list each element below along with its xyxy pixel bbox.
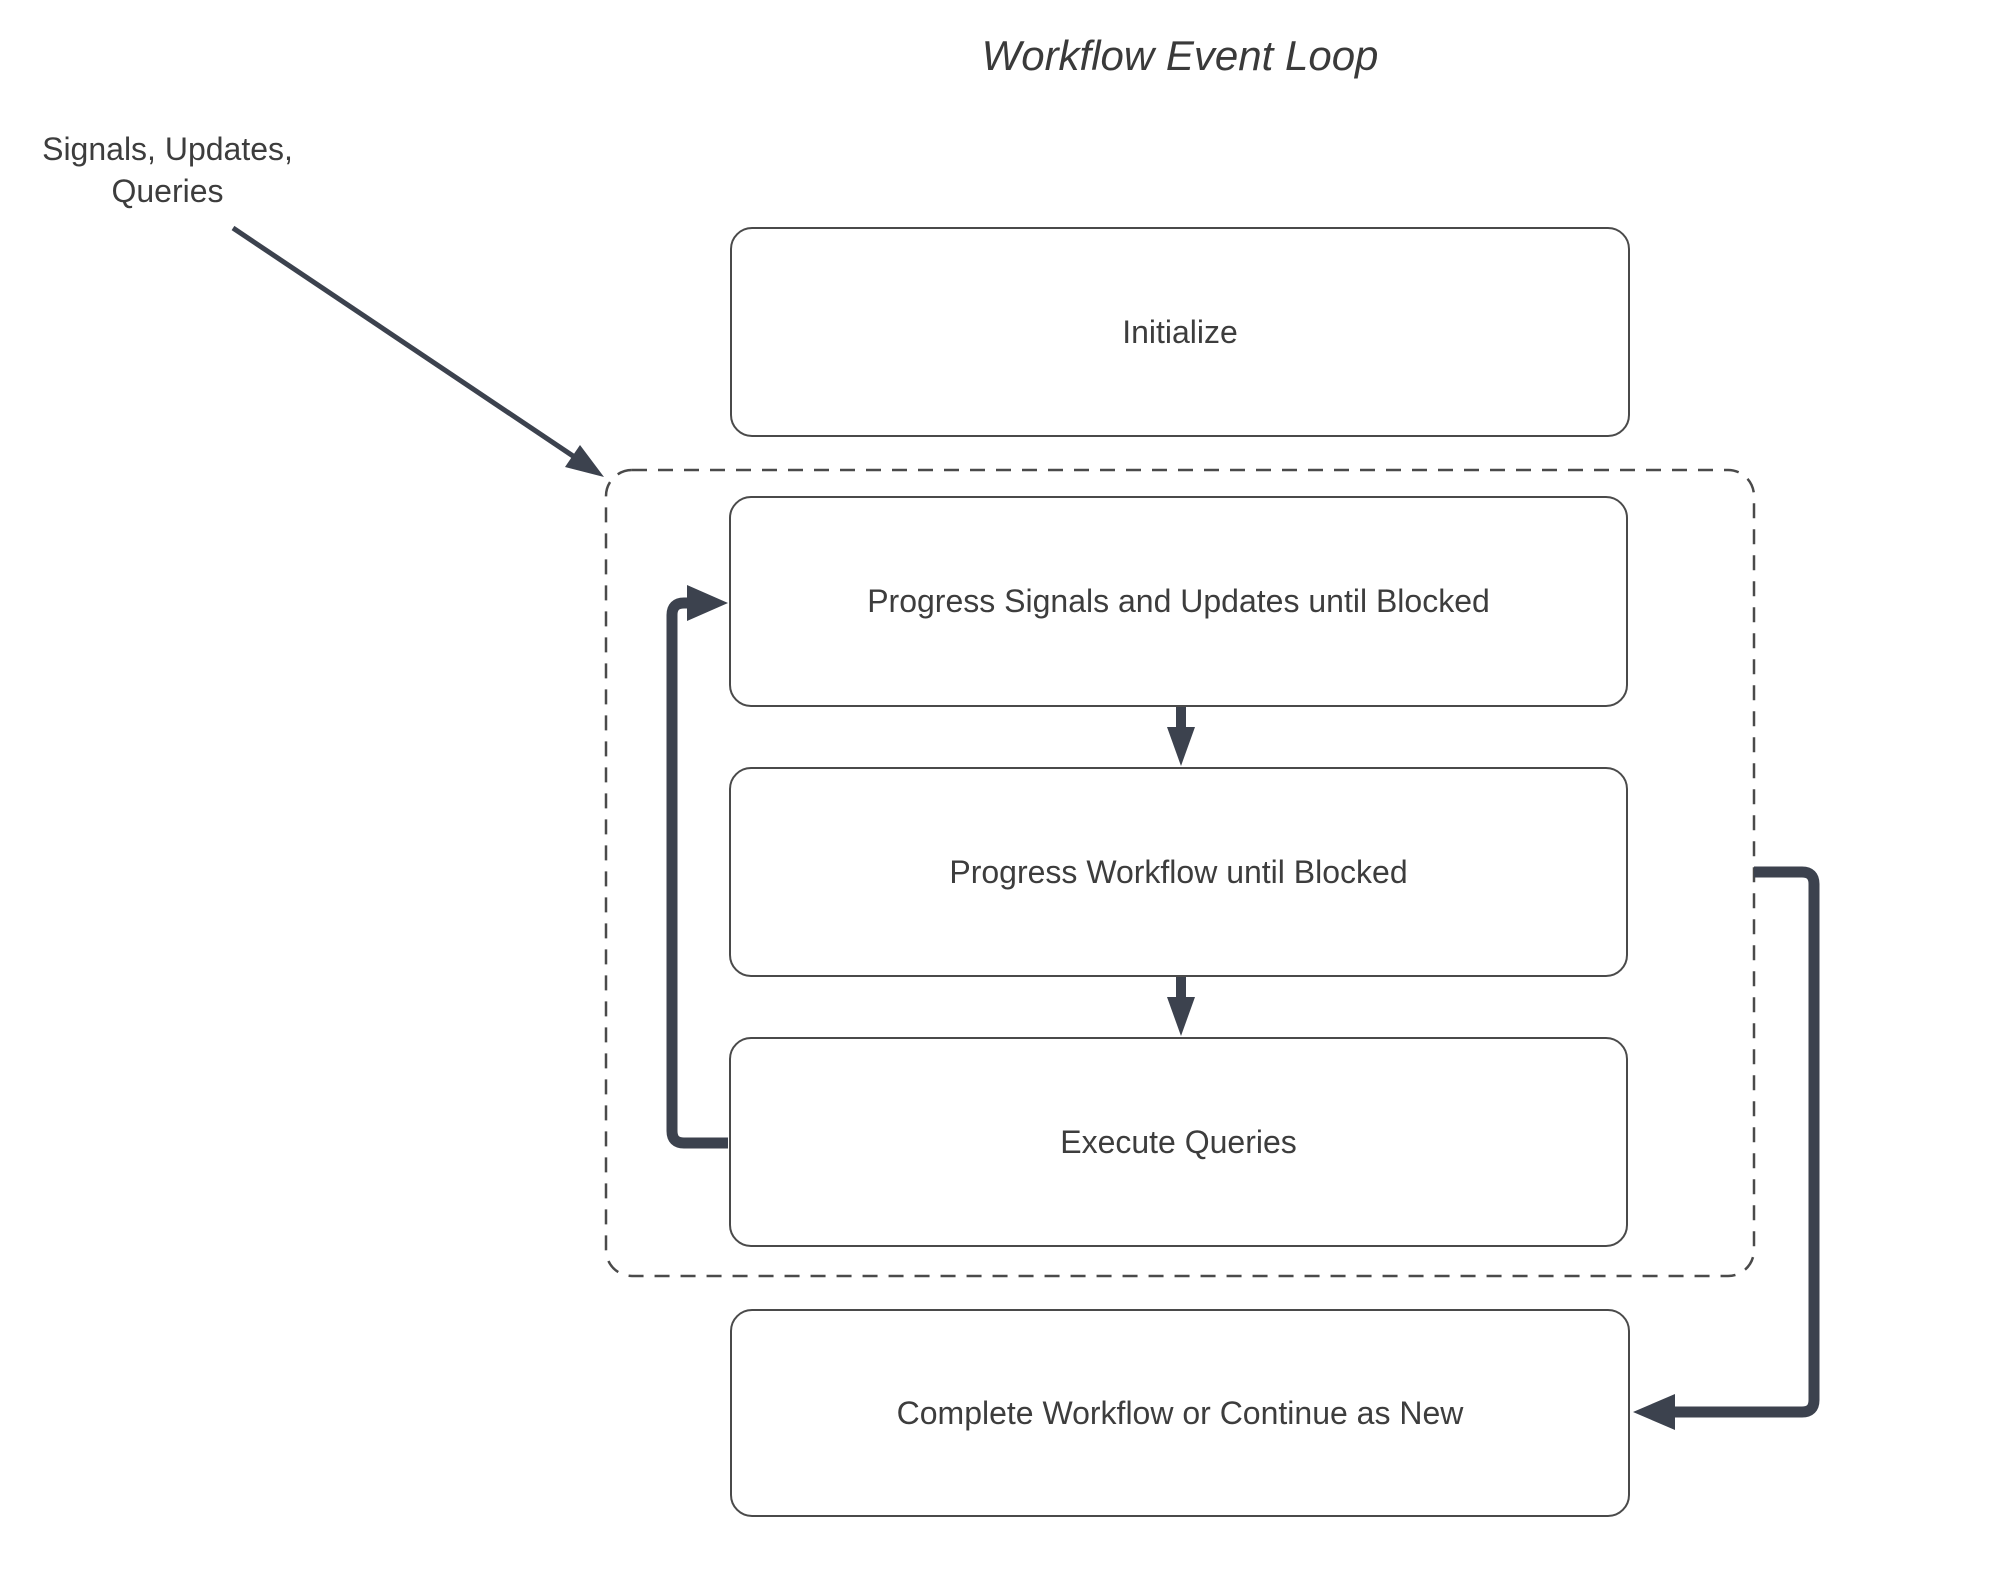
down-arrow-2-icon: [1167, 977, 1195, 1036]
node-progress-workflow-label: Progress Workflow until Blocked: [949, 853, 1408, 890]
loopback-arrow-icon: [666, 585, 728, 1149]
node-initialize: Initialize: [730, 227, 1630, 437]
signals-to-group-arrow-icon: [231, 225, 604, 477]
node-complete-workflow-label: Complete Workflow or Continue as New: [896, 1394, 1464, 1431]
annotation-line-2: Queries: [111, 173, 224, 210]
node-progress-signals-label: Progress Signals and Updates until Block…: [867, 583, 1490, 619]
node-execute-queries-label: Execute Queries: [1060, 1123, 1297, 1160]
group-to-complete-arrow-icon: [1633, 866, 1820, 1430]
node-progress-workflow: Progress Workflow until Blocked: [729, 767, 1628, 977]
node-complete-workflow: Complete Workflow or Continue as New: [730, 1309, 1630, 1517]
annotation-signals-updates-queries: Signals, Updates, Queries: [25, 128, 310, 212]
node-progress-signals: Progress Signals and Updates until Block…: [729, 496, 1628, 707]
node-execute-queries: Execute Queries: [729, 1037, 1628, 1247]
node-initialize-label: Initialize: [1122, 313, 1238, 350]
diagram-title: Workflow Event Loop: [981, 32, 1379, 79]
annotation-line-1: Signals, Updates,: [42, 131, 293, 167]
down-arrow-1-icon: [1167, 707, 1195, 766]
